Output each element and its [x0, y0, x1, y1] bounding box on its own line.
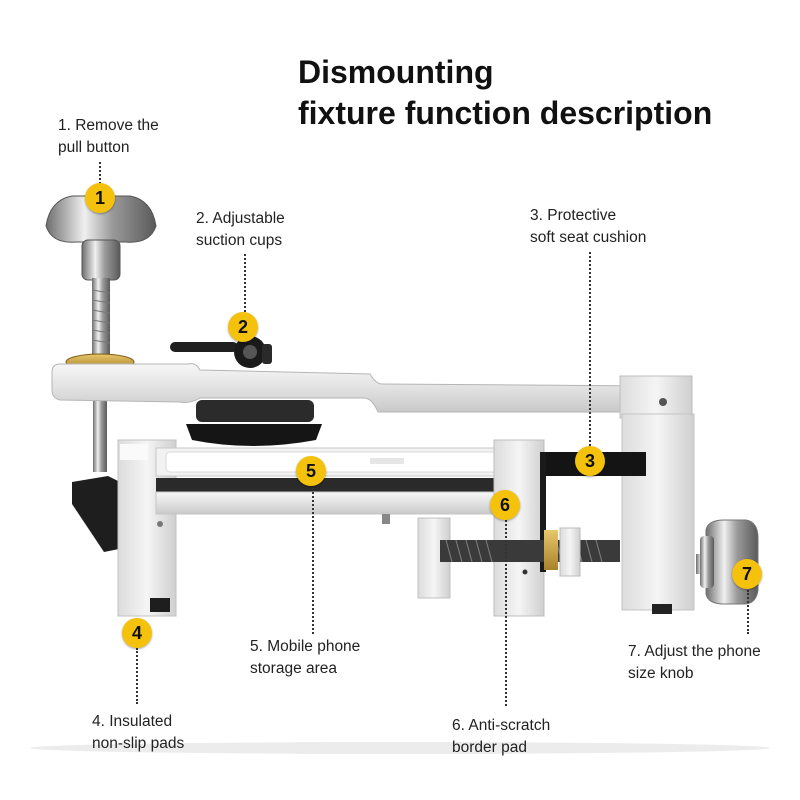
- callout-badge-2: 2: [228, 312, 258, 342]
- callout-label-4-line-2: non-slip pads: [92, 735, 185, 752]
- callout-label-1-line-2: pull button: [58, 139, 130, 156]
- pull-button-knob: [45, 195, 157, 472]
- callout-label-5-line-1: 5. Mobile phone: [250, 638, 361, 655]
- callout-label-3: 3. Protective soft seat cushion: [530, 205, 646, 249]
- floor-shadow: [30, 742, 770, 754]
- top-arm: [51, 363, 693, 419]
- callout-label-4-line-1: 4. Insulated: [92, 713, 173, 730]
- leader-line-5: [312, 488, 314, 634]
- title-line-2: fixture function description: [298, 95, 713, 131]
- leader-line-6: [505, 520, 507, 706]
- callout-label-7: 7. Adjust the phone size knob: [628, 641, 761, 685]
- callout-badge-7: 7: [732, 559, 762, 589]
- callout-label-5-line-2: storage area: [250, 660, 338, 677]
- callout-label-7-line-1: 7. Adjust the phone: [628, 643, 761, 660]
- callout-label-6-line-1: 6. Anti-scratch: [452, 717, 551, 734]
- callout-label-3-line-2: soft seat cushion: [530, 229, 647, 246]
- left-clamp: [72, 476, 124, 552]
- callout-label-2-line-1: 2. Adjustable: [196, 210, 285, 227]
- suction-cup-lever: [170, 336, 272, 368]
- callout-badge-4: 4: [122, 618, 152, 648]
- leader-line-1: [99, 162, 101, 184]
- lead-screw: [417, 517, 620, 599]
- leader-line-2: [244, 254, 246, 312]
- leader-line-4: [136, 648, 138, 704]
- callout-label-4: 4. Insulated non-slip pads: [92, 711, 184, 755]
- callout-label-1: 1. Remove the pull button: [58, 115, 159, 159]
- callout-label-1-line-1: 1. Remove the: [58, 117, 159, 134]
- callout-label-5: 5. Mobile phone storage area: [250, 636, 360, 680]
- leader-line-7: [747, 590, 749, 634]
- callout-badge-6: 6: [490, 490, 520, 520]
- callout-label-6: 6. Anti-scratch border pad: [452, 715, 550, 759]
- phone-tray: [155, 447, 537, 527]
- suction-cup: [186, 400, 322, 446]
- callout-label-7-line-2: size knob: [628, 665, 694, 682]
- title-line-1: Dismounting: [298, 54, 494, 90]
- callout-badge-3: 3: [575, 446, 605, 476]
- callout-label-2-line-2: suction cups: [196, 232, 283, 249]
- leader-line-3: [589, 252, 591, 446]
- callout-label-3-line-1: 3. Protective: [530, 207, 617, 224]
- callout-badge-5: 5: [296, 456, 326, 486]
- sliding-border-block: [493, 439, 546, 617]
- callout-label-6-line-2: border pad: [452, 739, 527, 756]
- callout-badge-1: 1: [85, 183, 115, 213]
- callout-label-2: 2. Adjustable suction cups: [196, 208, 285, 252]
- right-column: [621, 413, 695, 611]
